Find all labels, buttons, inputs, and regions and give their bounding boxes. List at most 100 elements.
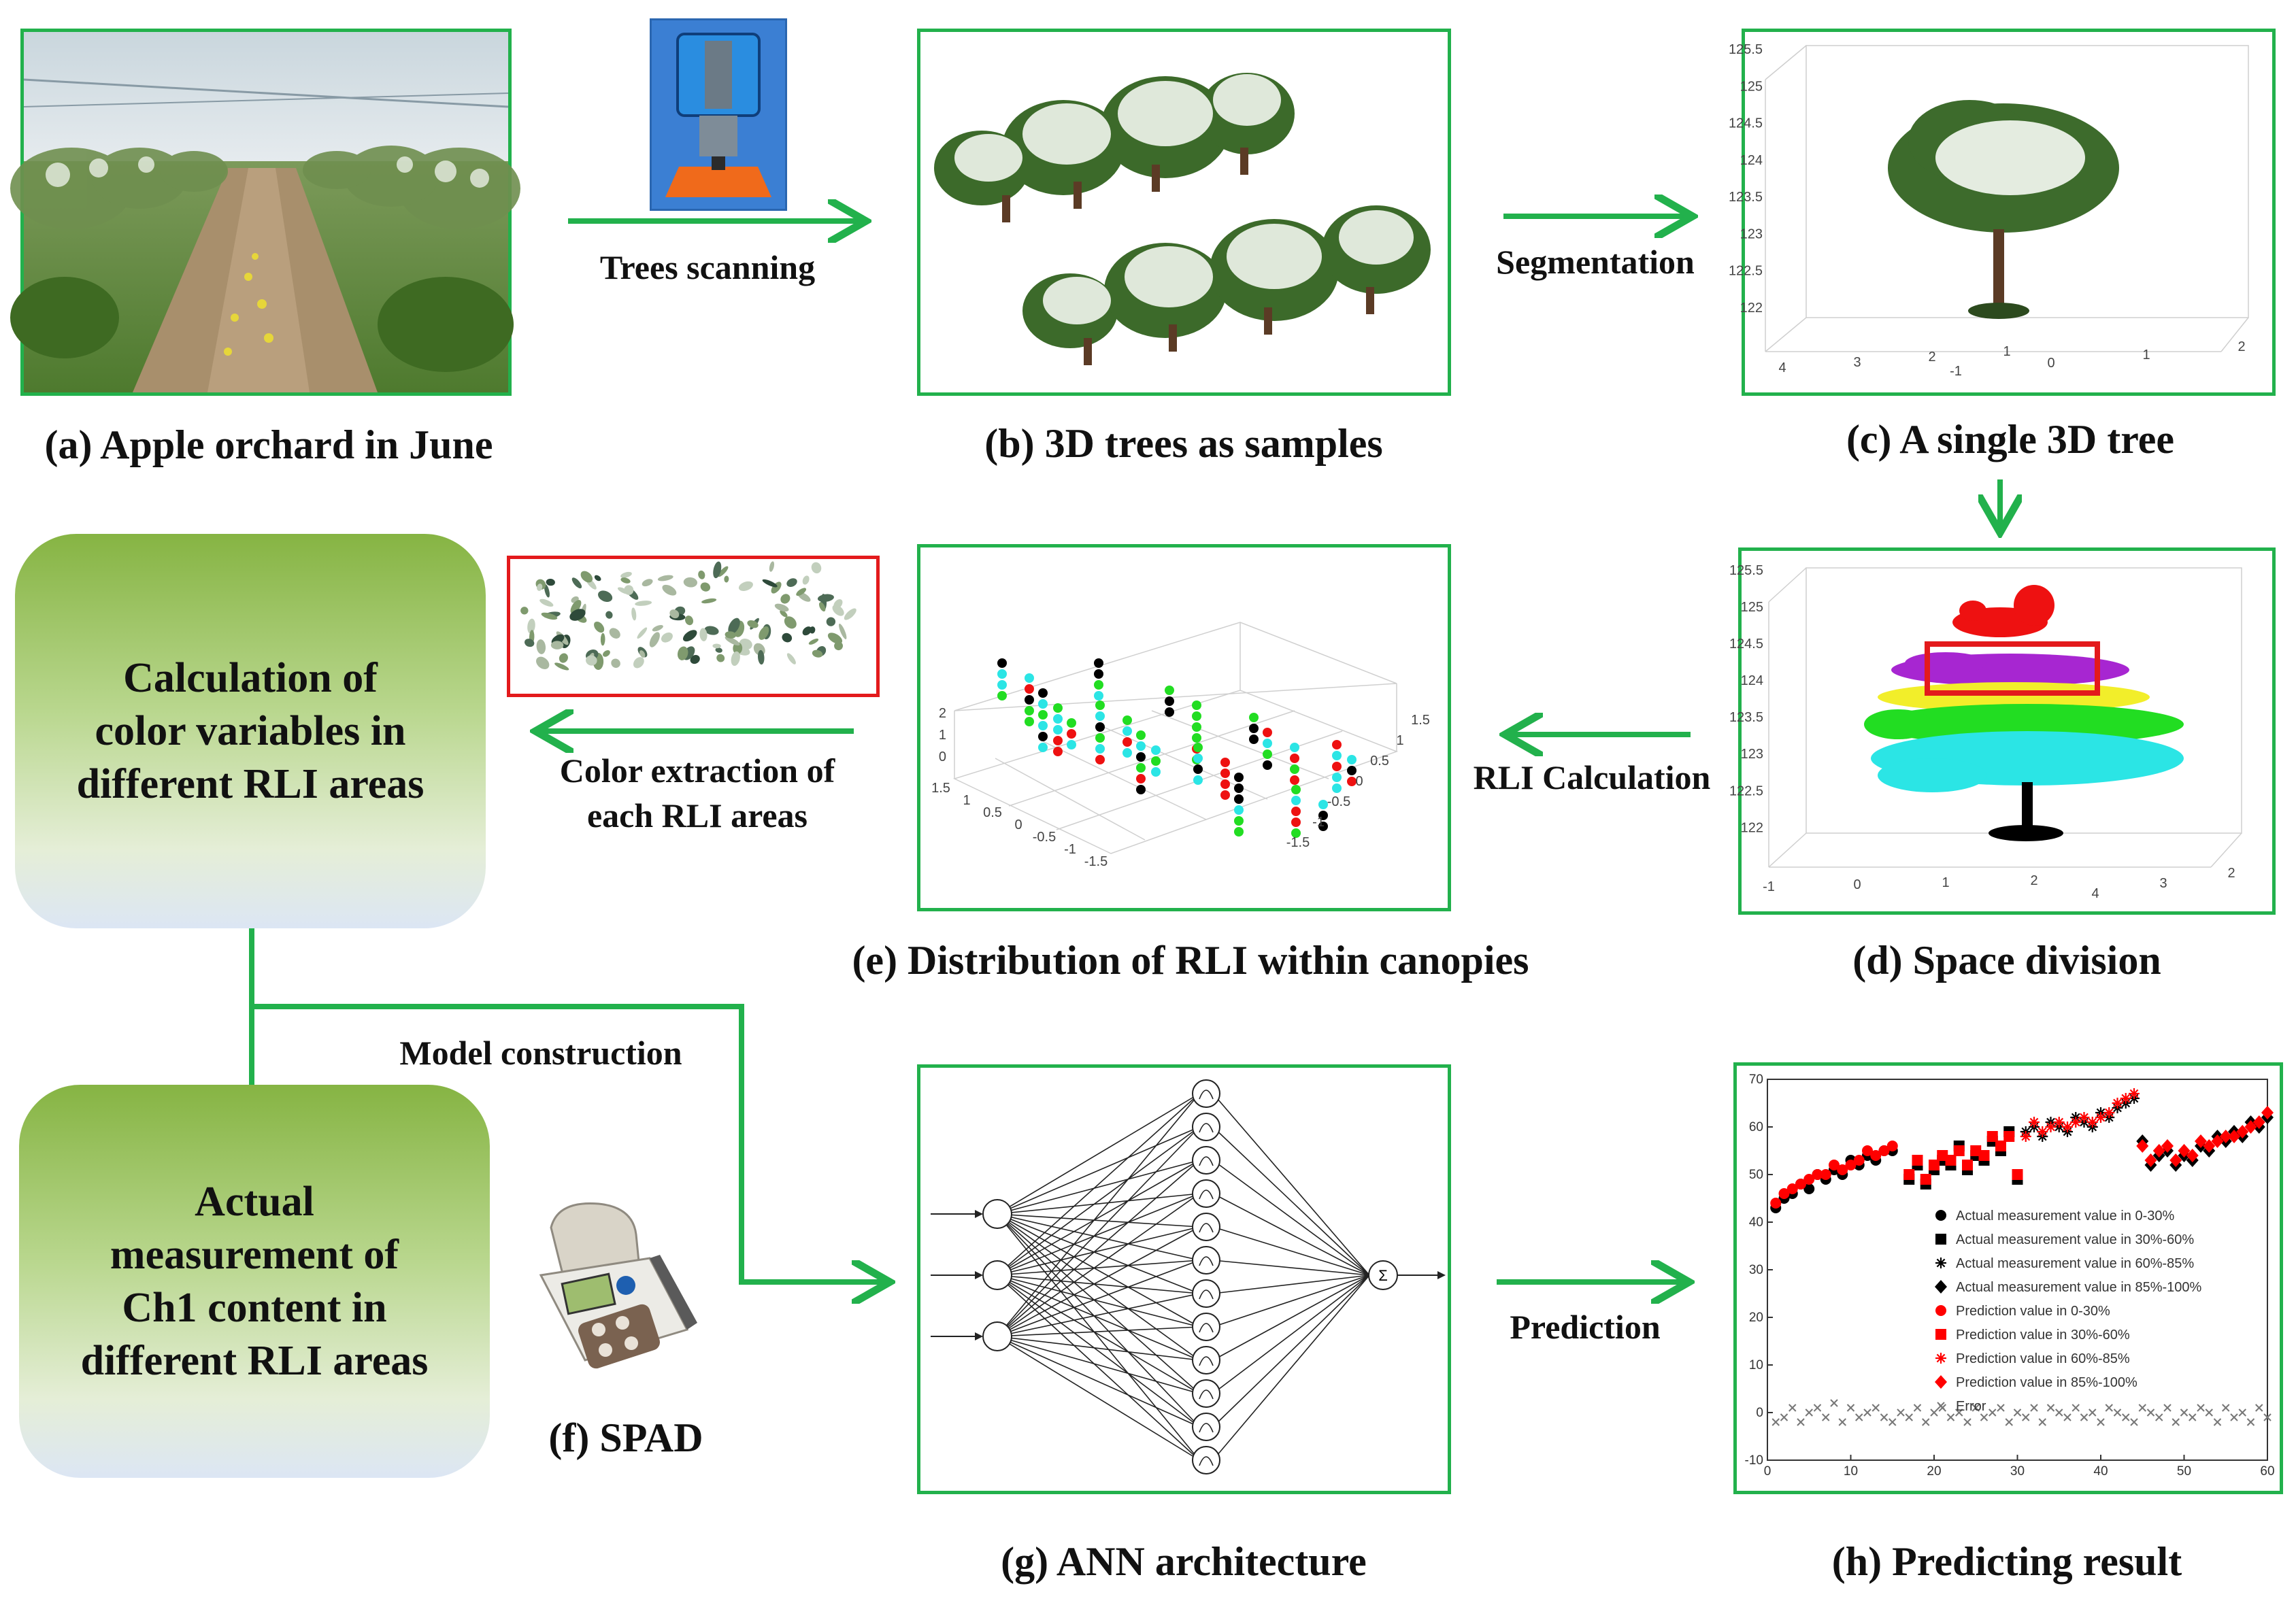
- scanner-icon: [665, 33, 771, 197]
- rli-point: [997, 680, 1007, 690]
- rli-point: [1025, 706, 1034, 715]
- rli-point: [1136, 763, 1146, 773]
- leaf-point: [662, 584, 677, 596]
- rli-point: [1025, 684, 1034, 694]
- data-point: [1778, 1188, 1790, 1199]
- x-stroke: [2205, 1408, 2213, 1417]
- rli-point: [1192, 701, 1201, 710]
- star-stroke: [2104, 1108, 2114, 1117]
- rli-point: [1332, 762, 1342, 771]
- star-stroke: [1936, 1258, 1946, 1268]
- data-point: [1771, 1418, 1780, 1426]
- rli-point: [1151, 767, 1161, 777]
- data-point: [2255, 1404, 2263, 1412]
- caption-f: (f) SPAD: [548, 1415, 703, 1460]
- rli-point: [1095, 755, 1105, 764]
- legend-label: Actual measurement value in 60%-85%: [1956, 1256, 2194, 1271]
- leaf-point: [769, 561, 775, 572]
- caption-e: (e) Distribution of RLI within canopies: [852, 938, 1529, 983]
- activation-symbol: [1199, 1356, 1214, 1366]
- rli-point: [1122, 748, 1132, 758]
- data-point: [2045, 1121, 2057, 1132]
- z-tick-label: 124.5: [1729, 637, 1763, 652]
- rli-point: [1053, 736, 1063, 745]
- leaf-point: [639, 650, 646, 658]
- x-stroke: [1922, 1418, 1930, 1426]
- leaf-point: [780, 594, 791, 604]
- rli-point: [1347, 755, 1357, 764]
- leaf-point: [834, 641, 843, 651]
- legend-marker: [1935, 1258, 1946, 1268]
- leaf-point: [633, 657, 644, 669]
- x-stroke: [2022, 1413, 2030, 1421]
- left-tick-label: 1.5: [931, 781, 950, 796]
- x-stroke: [2097, 1418, 2105, 1426]
- arrow-model-path: [252, 1004, 884, 1282]
- data-point: [1870, 1150, 1882, 1161]
- data-point: [2005, 1418, 2013, 1426]
- y-tick-label: 2: [2237, 339, 2245, 354]
- leaf-point: [657, 575, 673, 581]
- x-stroke: [1788, 1404, 1797, 1412]
- ann-edge: [997, 1293, 1200, 1337]
- rli-point: [1094, 691, 1103, 701]
- rli-point: [1192, 722, 1201, 732]
- data-point: [1855, 1413, 1863, 1421]
- hidden-node: [1192, 1279, 1220, 1308]
- ann-edge: [997, 1275, 1200, 1428]
- activation-symbol: [1199, 1323, 1214, 1333]
- data-point: [1805, 1408, 1813, 1417]
- hidden-node: [1192, 1179, 1220, 1208]
- legend-label: Prediction value in 60%-85%: [1956, 1351, 2130, 1366]
- z-tick-label: 124.5: [1729, 116, 1763, 131]
- ann-edge: [1212, 1275, 1370, 1461]
- rli-point: [1038, 732, 1048, 741]
- rli-point: [1249, 735, 1259, 744]
- data-point: [1878, 1145, 1890, 1156]
- leaf-point: [780, 610, 788, 618]
- ann-edge: [997, 1213, 1200, 1428]
- legend-marker: [1935, 1234, 1946, 1245]
- data-point: [1812, 1169, 1823, 1180]
- activation-symbol: [1199, 1289, 1214, 1300]
- input-node: [982, 1321, 1012, 1351]
- z-tick-label: 125.5: [1729, 563, 1763, 578]
- rli-point: [1136, 730, 1146, 740]
- leaf-point: [594, 621, 605, 633]
- data-point: [2112, 1098, 2123, 1109]
- data-point: [1838, 1418, 1846, 1426]
- z-tick-label: 122.5: [1729, 264, 1763, 279]
- data-point: [2155, 1413, 2163, 1421]
- data-point: [1829, 1160, 1840, 1170]
- leaf-point: [539, 598, 554, 607]
- data-point: [1880, 1413, 1889, 1421]
- hidden-node: [1192, 1346, 1220, 1374]
- rli-point: [1193, 775, 1203, 785]
- data-point: [2089, 1408, 2097, 1417]
- ann-edge: [997, 1126, 1200, 1276]
- leaf-point: [774, 603, 789, 612]
- x-stroke: [1897, 1408, 1905, 1417]
- leaf-point: [786, 578, 797, 588]
- leaf-point: [832, 605, 844, 616]
- data-point: [2003, 1131, 2015, 1142]
- leaf-point: [649, 632, 660, 647]
- x-tick-label: 0: [1764, 1464, 1771, 1479]
- box-actual-measurement: Actual measurement of Ch1 content in dif…: [19, 1085, 490, 1478]
- data-point: [1903, 1169, 1915, 1180]
- leaf-point: [683, 577, 697, 588]
- leaf-point: [580, 571, 593, 583]
- leaf-point: [784, 616, 797, 629]
- x-stroke: [2130, 1418, 2138, 1426]
- leaf-point: [757, 649, 765, 665]
- data-point: [2161, 1139, 2174, 1153]
- leaf-point: [839, 623, 847, 639]
- ann-edge: [997, 1213, 1200, 1328]
- leaf-point: [544, 584, 550, 598]
- star-stroke: [2063, 1122, 2072, 1132]
- x-stroke: [2263, 1413, 2272, 1421]
- leaf-point: [603, 650, 610, 657]
- ann-edge: [1212, 1275, 1370, 1428]
- activation-symbol: [1199, 1389, 1214, 1400]
